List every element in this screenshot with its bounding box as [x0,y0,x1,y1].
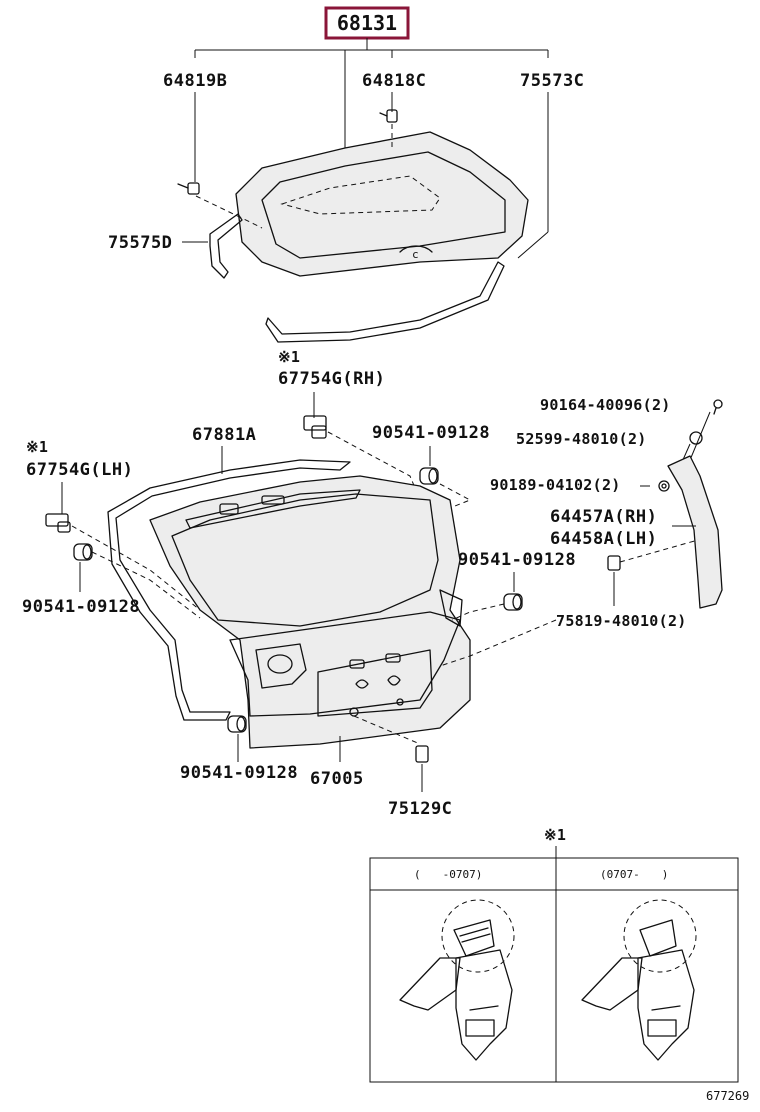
clip-75129C [415,745,429,763]
stopper-a [419,467,439,485]
hinge-rh [303,415,327,439]
hinge-lh [45,513,71,533]
dash-75819 [619,539,699,563]
clip-52599 [689,431,703,445]
stopper-d [227,715,247,733]
molding-75575D [209,213,243,279]
dash-stopper-c [451,603,505,621]
inset-hinge-right [581,899,697,1061]
part-label-67754G-RH[interactable]: 67754G(RH) [278,369,385,389]
clip-75819 [607,555,621,571]
part-label-64819B[interactable]: 64819B [163,71,227,91]
part-label-90541-d[interactable]: 90541-09128 [180,763,298,783]
nut-90189 [658,480,670,492]
part-label-90541-b[interactable]: 90541-09128 [22,597,140,617]
weatherstrip-67881A [107,459,351,721]
part-label-64458A[interactable]: 64458A(LH) [550,529,657,549]
clip-64819B [177,182,200,195]
part-label-64457A[interactable]: 64457A(RH) [550,507,657,527]
part-label-68131[interactable]: 68131 [337,11,397,35]
part-label-64818C[interactable]: 64818C [362,71,426,91]
leaders-top [182,92,549,259]
screw-90164 [713,399,723,415]
part-label-90189[interactable]: 90189-04102(2) [490,476,621,494]
part-label-67005[interactable]: 67005 [310,769,364,789]
molding-75573C [265,261,505,343]
note-mark-2: ※1 [26,438,48,456]
part-label-90541-a[interactable]: 90541-09128 [372,423,490,443]
screw-64818C [379,109,398,123]
part-label-75573C[interactable]: 75573C [520,71,584,91]
stopper-c [503,593,523,611]
figure-number: 677269 [706,1089,749,1103]
dash-75819-panel [439,619,557,667]
dash-75129C [353,715,421,745]
dash-hinge-lh [71,525,201,611]
part-label-75575D[interactable]: 75575D [108,233,172,253]
dash-stopper-a [419,483,472,521]
part-label-67881A[interactable]: 67881A [192,425,256,445]
part-label-52599[interactable]: 52599-48010(2) [516,430,647,448]
inset-frame [369,857,739,1083]
dash-stopper-b [91,551,201,619]
part-label-90541-c[interactable]: 90541-09128 [458,550,576,570]
part-label-67754G-LH[interactable]: 67754G(LH) [26,460,133,480]
stopper-b [73,543,93,561]
dash-64819B [195,195,263,229]
inset-hinge-left [399,899,515,1061]
note-mark-1: ※1 [278,348,300,366]
back-door-panel [149,475,471,749]
inset-col-left: ( -0707) [414,868,482,881]
garnish-64457A [667,455,723,609]
inset-col-right: (0707- ) [600,868,668,881]
note-mark-3: ※1 [544,826,566,844]
part-label-75129C[interactable]: 75129C [388,799,452,819]
glass-mark: c [412,248,419,261]
back-door-glass: c [235,131,529,277]
part-label-90164[interactable]: 90164-40096(2) [540,396,671,414]
bracket-68131 [194,38,549,150]
part-label-75819[interactable]: 75819-48010(2) [556,612,687,630]
